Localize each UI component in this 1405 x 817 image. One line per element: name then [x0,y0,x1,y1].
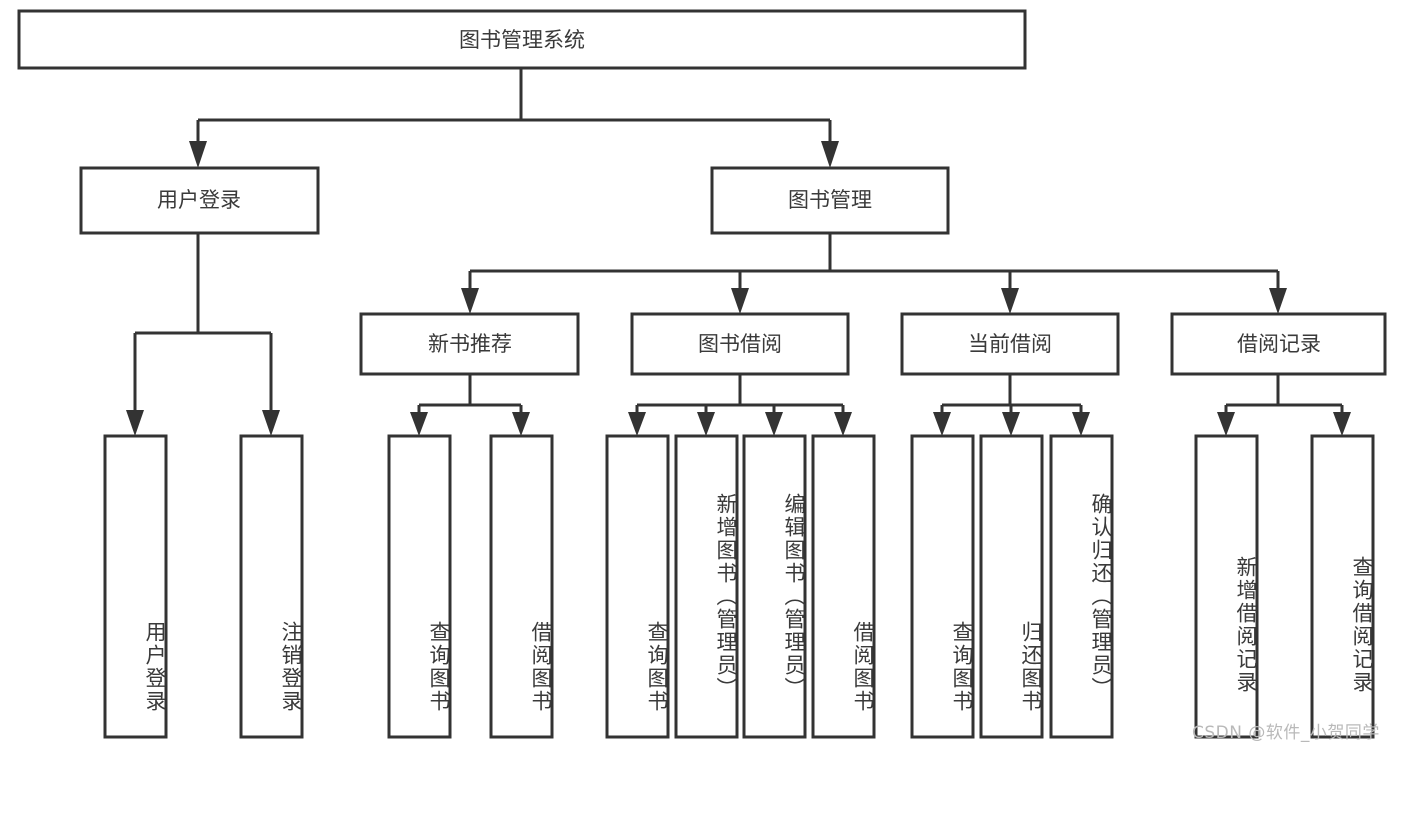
node-box-leaf-return-book[interactable] [979,434,1044,739]
connector-group-user-login [126,233,280,436]
node-box-current-borrow[interactable] [900,312,1120,376]
node-box-user-login[interactable] [79,166,320,235]
node-label-current-borrow: 当前借阅 [968,332,1052,356]
org-chart-diagram: 图书管理系统 用户登录 图书管理 新书推荐 图书借阅 当前借阅 借阅记录 用户登… [17,9,1387,743]
arrowhead-leaf-borrow-book-2 [834,412,852,436]
arrowhead-leaf-borrow-book-1 [512,412,530,436]
arrowhead-leaf-return-book [1002,412,1020,436]
arrowhead-user-login [189,141,207,168]
node-box-new-book-recommend[interactable] [359,312,580,376]
node-box-leaf-query-borrow-record[interactable] [1310,434,1375,739]
node-box-leaf-query-book-1[interactable] [387,434,452,739]
arrowhead-new-book-recommend [461,288,479,314]
node-box-leaf-add-borrow-record[interactable] [1194,434,1259,739]
node-label-book-management: 图书管理 [788,188,872,212]
connector-group-root [189,68,839,168]
arrowhead-leaf-query-borrow-record [1333,412,1351,436]
arrowhead-leaf-confirm-return [1072,412,1090,436]
node-box-book-borrow[interactable] [630,312,850,376]
node-label-book-borrow: 图书借阅 [698,332,782,356]
node-box-borrow-record[interactable] [1170,312,1387,376]
node-box-leaf-user-login[interactable] [103,434,168,739]
csdn-watermark: CSDN @软件_小贺同学 [1192,723,1380,743]
node-label-borrow-record: 借阅记录 [1237,332,1321,356]
node-box-leaf-add-book[interactable] [674,434,739,739]
node-label-title: 图书管理系统 [459,28,585,52]
connector-group-current-borrow [933,374,1090,436]
arrowhead-leaf-user-login [126,410,144,436]
arrowhead-leaf-edit-book [765,412,783,436]
arrowhead-current-borrow [1001,288,1019,314]
arrowhead-book-management [821,141,839,168]
node-box-leaf-logout-login[interactable] [239,434,304,739]
connector-group-new-book-recommend [410,374,530,436]
node-box-leaf-edit-book[interactable] [742,434,807,739]
node-label-new-book-recommend: 新书推荐 [428,332,512,356]
node-label-user-login: 用户登录 [157,188,241,212]
connector-group-book-management [461,233,1287,314]
arrowhead-leaf-query-book-2 [628,412,646,436]
arrowhead-leaf-add-book [697,412,715,436]
connector-group-borrow-record [1217,374,1351,436]
arrowhead-leaf-add-borrow-record [1217,412,1235,436]
flow-connectors-and-boxes: 图书管理系统 用户登录 图书管理 新书推荐 图书借阅 当前借阅 借阅记录 [17,9,1387,739]
connector-group-book-borrow [628,374,852,436]
arrowhead-leaf-logout-login [262,410,280,436]
node-box-leaf-borrow-book-1[interactable] [489,434,554,739]
node-box-leaf-confirm-return[interactable] [1049,434,1114,739]
arrowhead-book-borrow [731,288,749,314]
node-box-book-management[interactable] [710,166,950,235]
arrowhead-borrow-record [1269,288,1287,314]
arrowhead-leaf-query-book-1 [410,412,428,436]
node-box-leaf-query-book-2[interactable] [605,434,670,739]
arrowhead-leaf-query-book-3 [933,412,951,436]
node-box-title[interactable] [17,9,1027,70]
node-box-leaf-borrow-book-2[interactable] [811,434,876,739]
node-box-leaf-query-book-3[interactable] [910,434,975,739]
